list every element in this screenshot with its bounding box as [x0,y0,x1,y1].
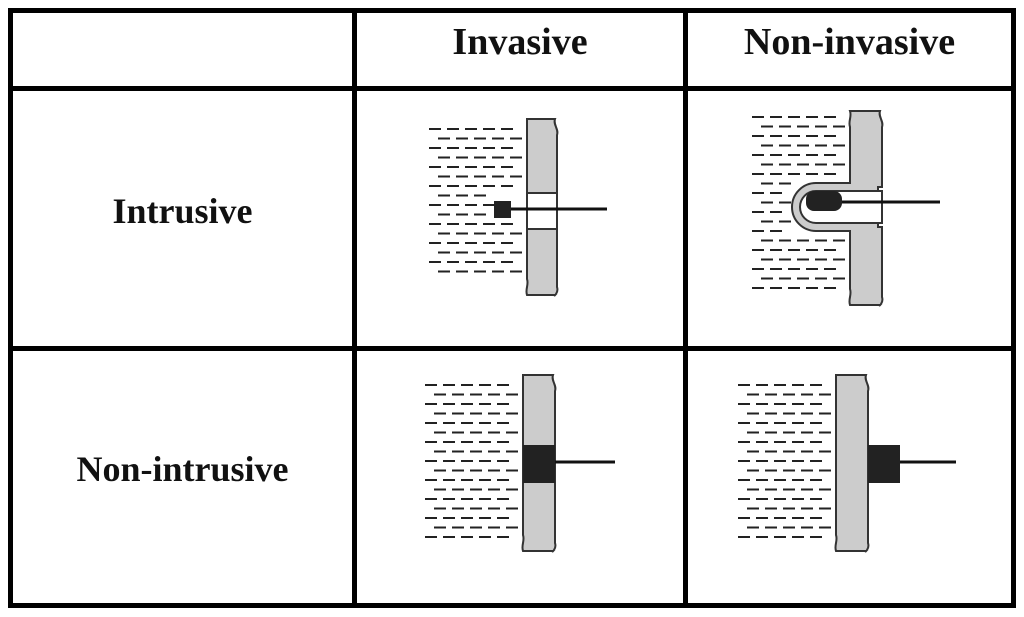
diagram-intrusive-non-invasive [752,110,940,307]
diagram-non-intrusive-invasive [425,374,615,553]
diagram-intrusive-invasive [429,118,607,297]
grid-vline-1 [352,8,357,608]
liquid-dashes [429,128,522,273]
row-header-non-intrusive: Non-intrusive [76,449,289,489]
sensor-element [806,191,842,211]
classification-table [8,8,1016,608]
sensor-element [868,445,900,483]
sensor-element [494,201,511,218]
diagram-non-intrusive-non-invasive [738,374,956,553]
wall-opening [526,192,558,230]
grid-hline-1 [8,86,1016,91]
sensor-element [523,445,555,483]
liquid-dashes [752,116,845,289]
row-header-intrusive: Intrusive [112,191,253,231]
liquid-dashes [738,384,831,538]
grid-hline-2 [8,346,1016,351]
pipe-wall [834,374,870,553]
grid-vline-2 [683,8,688,608]
column-header-non-invasive: Non-invasive [743,21,956,63]
column-header-invasive: Invasive [452,21,588,63]
liquid-dashes [425,384,518,538]
